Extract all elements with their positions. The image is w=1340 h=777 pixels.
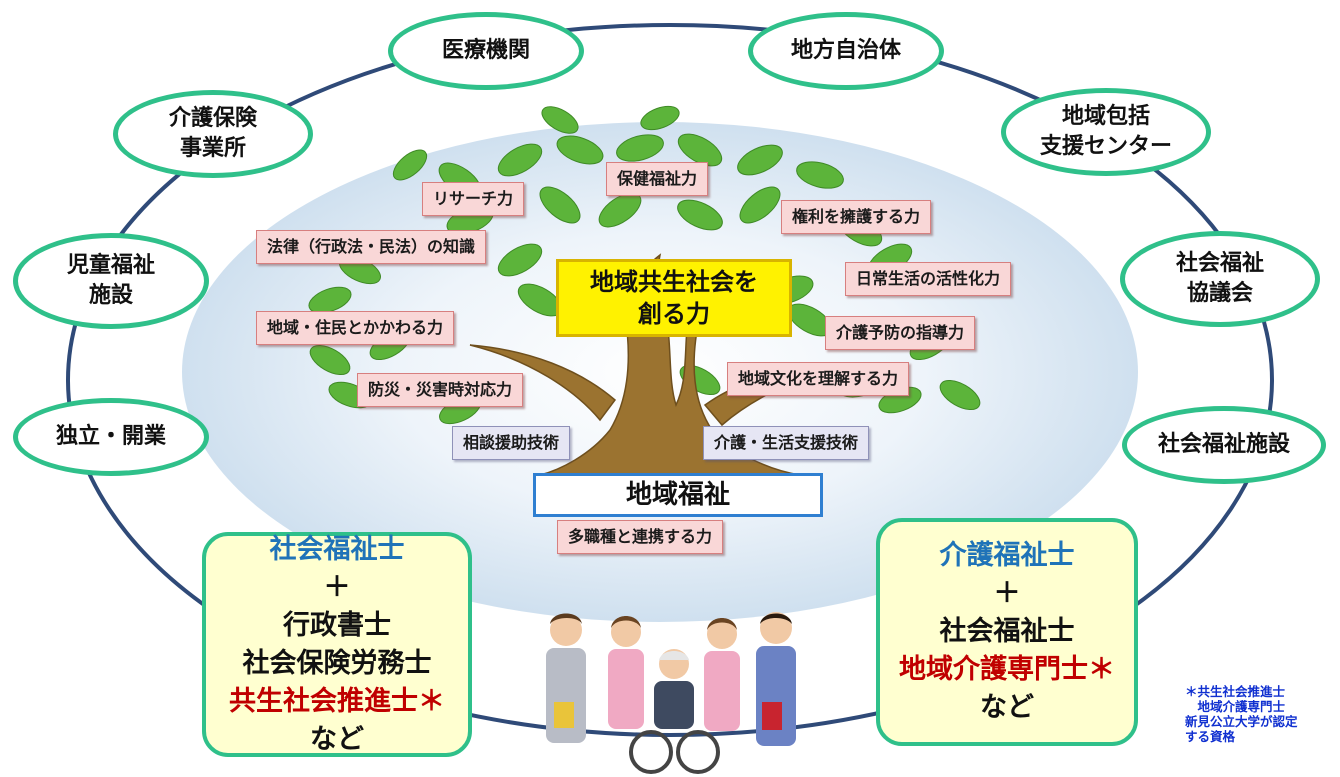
footnote: ＊共生社会推進士 地域介護専門士 新見公立大学が認定 する資格: [1185, 684, 1298, 744]
footnote-line2: 地域介護専門士: [1185, 699, 1286, 714]
skill-research: リサーチ力: [422, 182, 525, 216]
skill-health-welfare: 保健福祉力: [606, 162, 709, 196]
qual-right-main: 介護福祉士: [939, 540, 1075, 571]
footnote-line4: する資格: [1185, 729, 1236, 744]
skill-local-culture: 地域文化を理解する力: [727, 362, 910, 396]
skill-community-engagement: 地域・住民とかかわる力: [256, 311, 455, 345]
staff-figure-right: [756, 612, 796, 746]
org-social-welfare-facility: 社会福祉施設: [1122, 406, 1326, 484]
qual-right-etc: など: [980, 692, 1034, 723]
technique-consultation: 相談援助技術: [452, 426, 571, 460]
qual-right-starred: 地域介護専門士＊: [899, 654, 1115, 685]
footnote-line3: 新見公立大学が認定: [1185, 714, 1298, 729]
qual-right-plus: ＋: [993, 578, 1021, 609]
staff-figure-left: [546, 613, 586, 743]
skill-disaster-response: 防災・災害時対応力: [357, 373, 524, 407]
qual-left-item-2: 社会保険労務士: [242, 647, 432, 679]
org-local-gov-label: 地方自治体: [790, 38, 901, 64]
skill-law-knowledge: 法律（行政法・民法）の知識: [256, 230, 487, 264]
skill-care-prevention: 介護予防の指導力: [825, 316, 976, 350]
org-child-welfare-line1: 児童福祉: [66, 253, 155, 279]
qualifications-right: 介護福祉士 ＋ 社会福祉士 地域介護専門士＊ など: [876, 518, 1138, 746]
qual-left-plus: ＋: [323, 571, 351, 603]
org-care-insurance-line2: 事業所: [179, 136, 246, 161]
center-label: 地域共生社会を 創る力: [556, 259, 792, 337]
org-council-line1: 社会福祉: [1175, 251, 1264, 277]
org-council-line2: 協議会: [1186, 281, 1253, 306]
staff-figure-pink: [608, 616, 644, 729]
technique-care-support: 介護・生活支援技術: [703, 426, 870, 460]
org-welfare-facility-label: 社会福祉施設: [1157, 432, 1290, 458]
org-independent-label: 独立・開業: [55, 424, 166, 450]
elderly-in-wheelchair: [629, 649, 720, 774]
outer-ring: [66, 23, 1274, 737]
org-community-center-line1: 地域包括: [1061, 104, 1150, 130]
qual-left-main: 社会福祉士: [269, 533, 405, 565]
org-care-insurance-line1: 介護保険: [168, 106, 257, 132]
org-local-government: 地方自治体: [748, 12, 944, 90]
skill-collaboration: 多職種と連携する力: [557, 520, 724, 554]
staff-figure-right-pink: [704, 618, 740, 731]
skill-advocacy: 権利を擁護する力: [781, 200, 932, 234]
org-child-welfare-facility: 児童福祉施設: [13, 233, 209, 329]
skill-daily-life: 日常生活の活性化力: [845, 262, 1012, 296]
qual-left-item-1: 行政書士: [283, 609, 391, 641]
center-label-line2: 創る力: [638, 300, 710, 328]
base-community-welfare: 地域福祉: [533, 473, 823, 517]
org-medical-institution: 医療機関: [388, 12, 584, 90]
qualifications-left: 社会福祉士 ＋ 行政書士 社会保険労務士 共生社会推進士＊ など: [202, 532, 472, 757]
qual-left-starred: 共生社会推進士＊: [229, 685, 445, 717]
center-label-line1: 地域共生社会を: [590, 268, 758, 296]
qual-right-item-1: 社会福祉士: [939, 616, 1075, 647]
qual-left-etc: など: [310, 723, 364, 755]
footnote-line1: ＊共生社会推進士: [1185, 684, 1286, 699]
care-staff-illustration: [546, 612, 796, 774]
org-care-insurance-office: 介護保険事業所: [113, 90, 313, 178]
org-community-center-line2: 支援センター: [1039, 134, 1172, 159]
org-independent-practice: 独立・開業: [13, 398, 209, 476]
org-community-support-center: 地域包括支援センター: [1001, 88, 1211, 176]
org-child-welfare-line2: 施設: [88, 283, 133, 308]
org-social-welfare-council: 社会福祉協議会: [1120, 231, 1320, 327]
org-medical-label: 医療機関: [441, 38, 530, 64]
